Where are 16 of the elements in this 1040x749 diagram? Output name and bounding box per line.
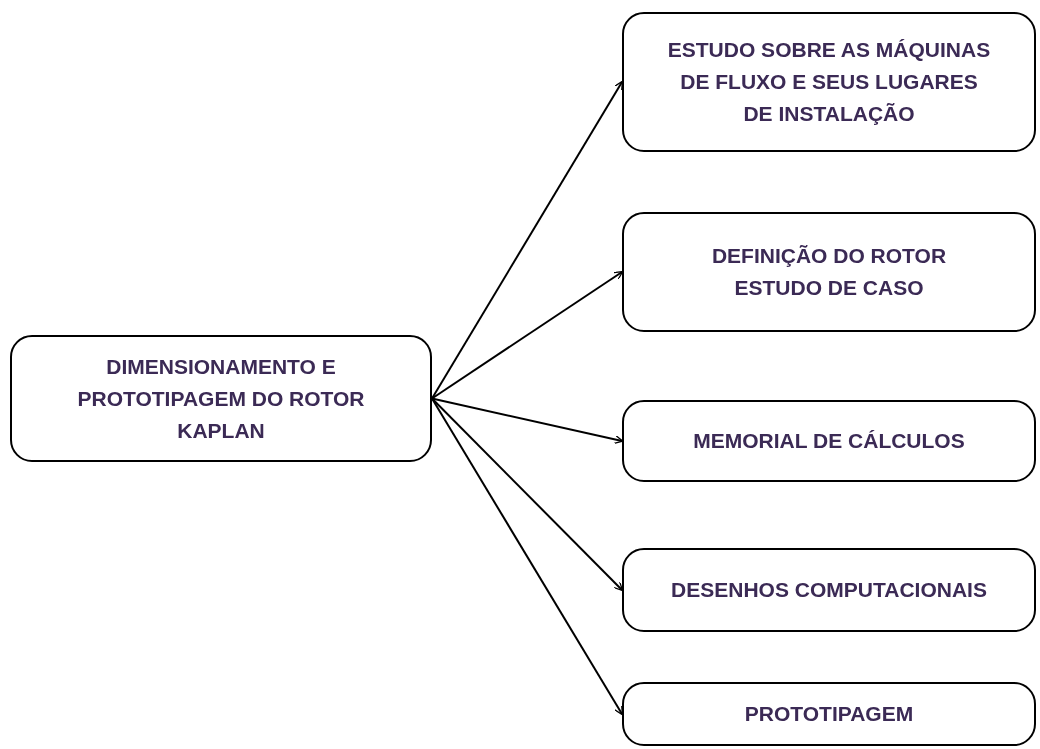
arrow — [431, 397, 624, 444]
box-label: DIMENSIONAMENTO E PROTOTIPAGEM DO ROTOR KAPLAN — [76, 353, 366, 444]
arrow — [431, 397, 624, 592]
arrow — [431, 270, 624, 400]
process-box — [10, 335, 432, 462]
process-box — [622, 212, 1036, 332]
process-box — [622, 682, 1036, 746]
process-box — [622, 12, 1036, 152]
box-label: MEMORIAL DE CÁLCULOS — [693, 428, 965, 454]
box-label: DESENHOS COMPUTACIONAIS — [671, 577, 987, 603]
box-label: PROTOTIPAGEM — [744, 701, 914, 727]
process-box — [622, 400, 1036, 482]
box-label: ESTUDO SOBRE AS MÁQUINAS DE FLUXO E SEUS LUGARES DE INSTALAÇÃO — [666, 37, 992, 127]
box-label: DEFINIÇÃO DO ROTOR ESTUDO DE CASO — [710, 243, 948, 301]
process-box — [622, 548, 1036, 632]
arrow — [431, 80, 624, 400]
